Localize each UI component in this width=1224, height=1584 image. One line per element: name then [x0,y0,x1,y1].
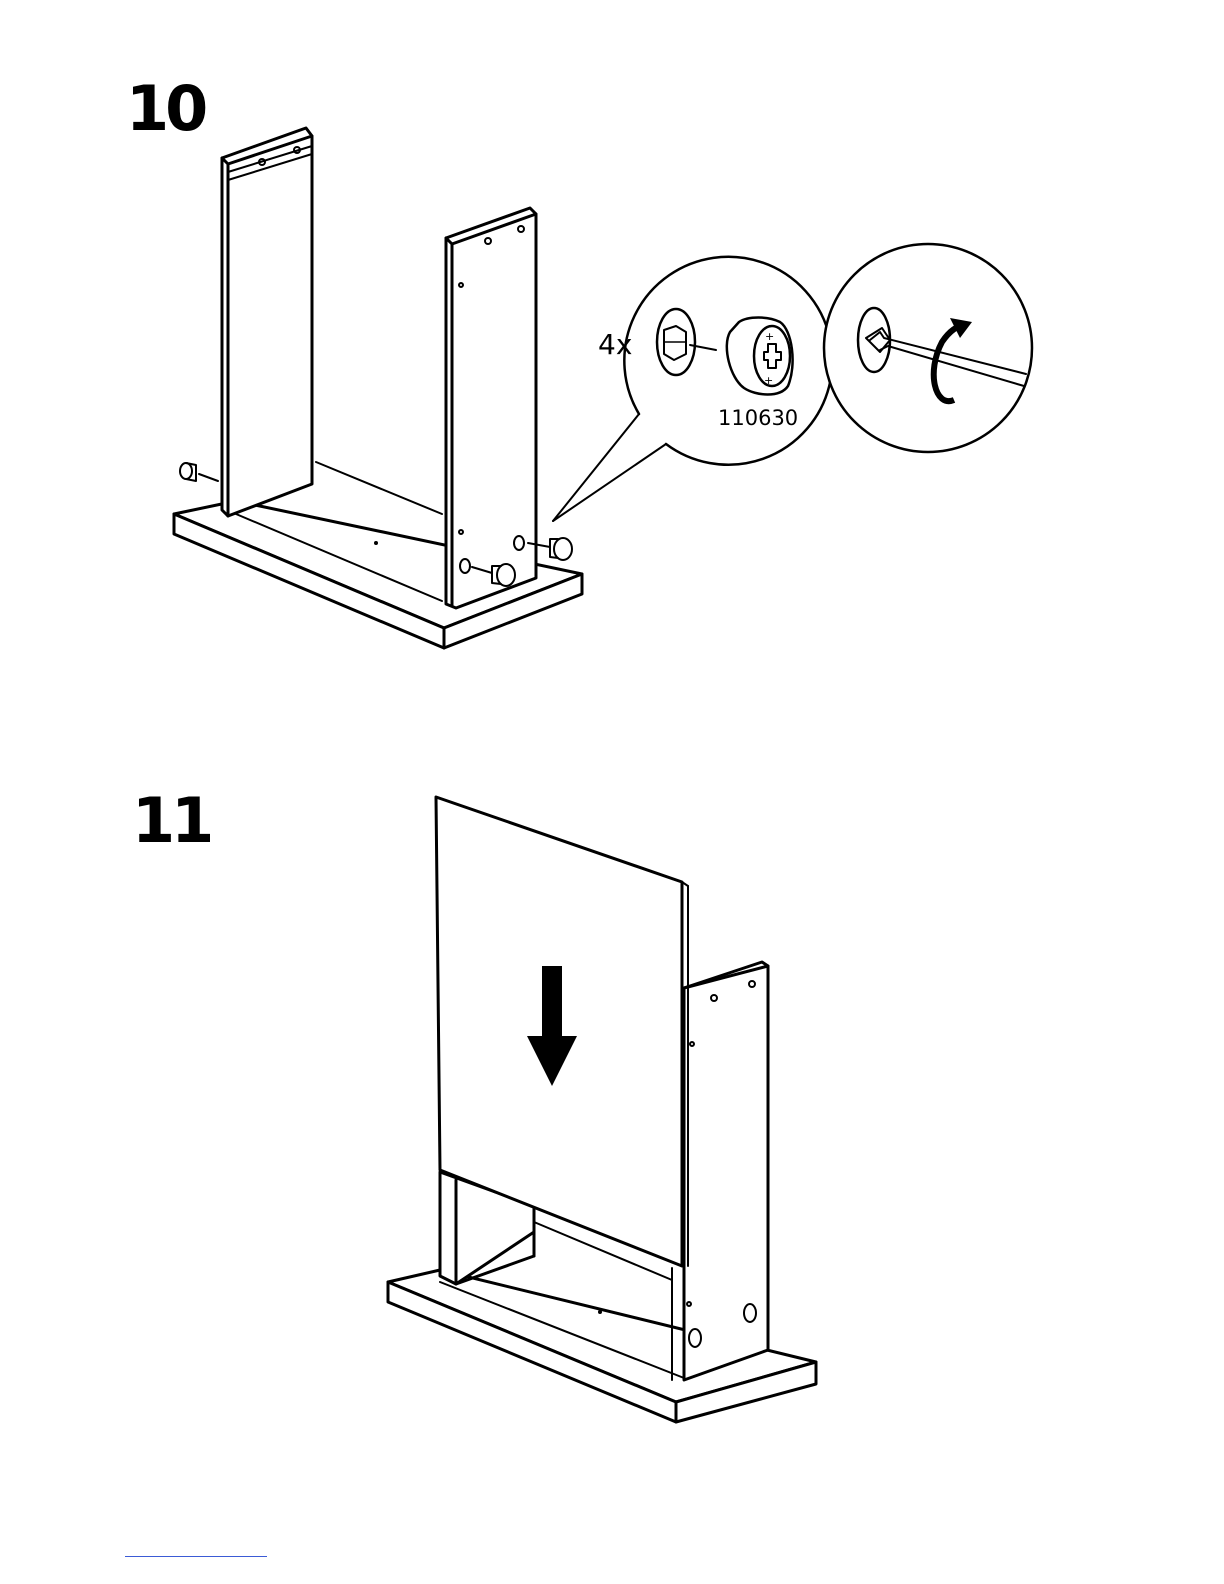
step-11-illustration [388,797,816,1422]
right-side-panel-step-11 [684,962,768,1380]
quantity-label: 4x [598,328,632,361]
callout-pointer [553,414,666,521]
svg-text:+: + [764,374,773,387]
right-side-panel [446,208,536,608]
step-10-illustration: + + 4x 110630 [174,128,1032,648]
svg-text:+: + [765,330,774,343]
part-number-label: 110630 [718,406,798,430]
left-side-panel [222,128,312,516]
footer-link-underline [125,1556,267,1557]
cam-lock-detail-callout: + + 4x 110630 [598,257,832,465]
screwdriver-detail-callout [824,244,1032,452]
